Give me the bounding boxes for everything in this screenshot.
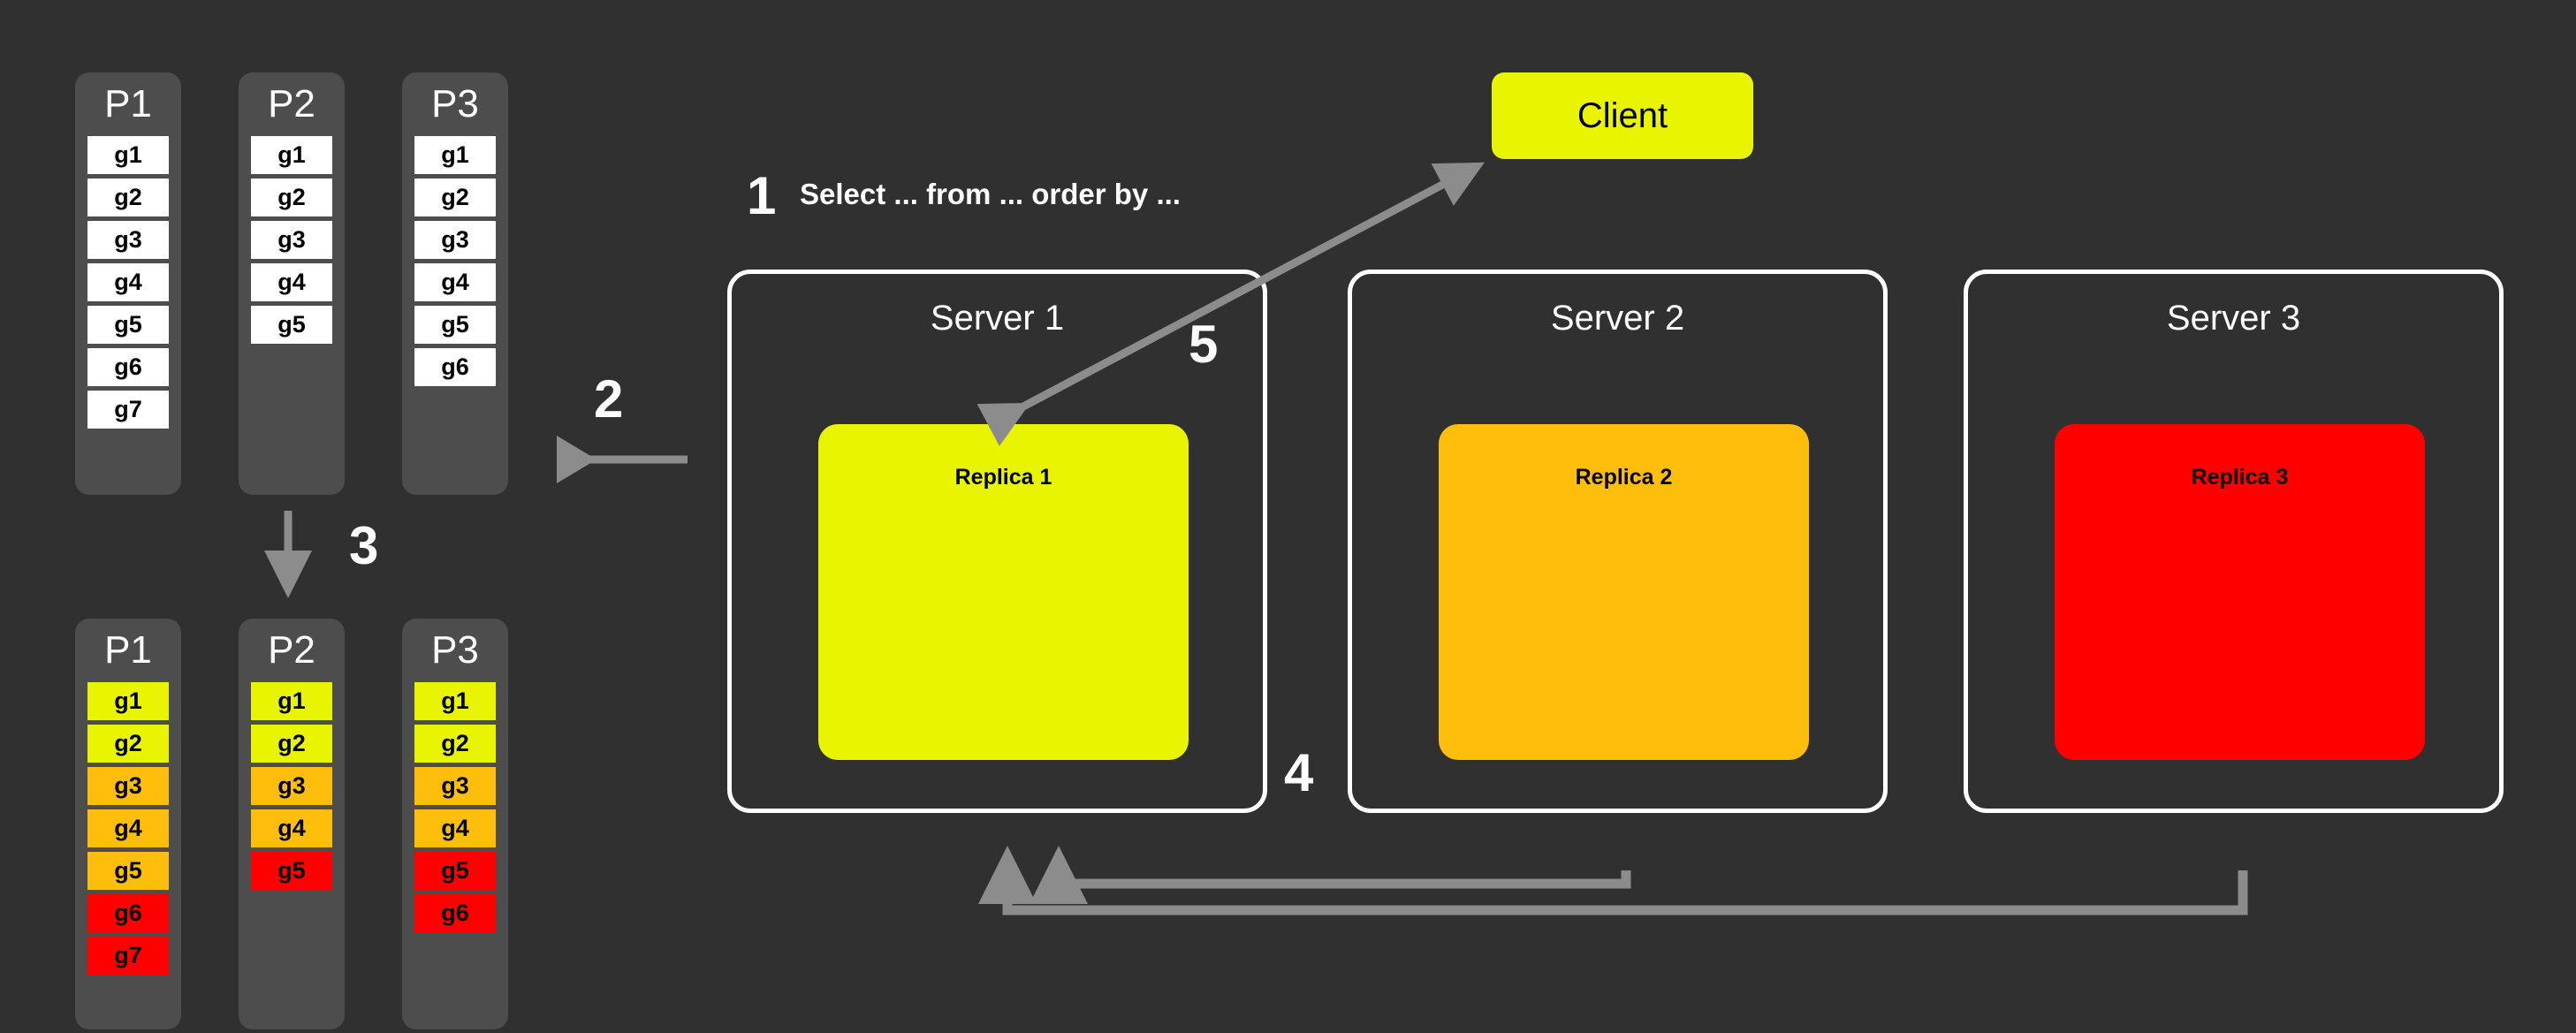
partition-title: P1 bbox=[104, 628, 152, 672]
replica-box-3: Replica 3 bbox=[2055, 424, 2425, 760]
partition-title: P2 bbox=[268, 628, 315, 672]
partition-cell: g2 bbox=[251, 725, 332, 763]
partition-title: P1 bbox=[104, 82, 152, 125]
replica-box-2: Replica 2 bbox=[1439, 424, 1809, 760]
partition-cell: g6 bbox=[414, 348, 496, 386]
step-caption-1: Select ... from ... order by ... bbox=[800, 178, 1181, 210]
partition-cell: g2 bbox=[251, 178, 332, 216]
partition-cell: g1 bbox=[414, 136, 496, 174]
partition-cells: g1 g2 g3 g4 g5 bbox=[251, 136, 332, 344]
partition-cell: g2 bbox=[87, 725, 169, 763]
partition-cells: g1 g2 g3 g4 g5 g6 g7 bbox=[87, 136, 169, 429]
partition-cell: g2 bbox=[87, 178, 169, 216]
partition-panel-bottom-p3: P3 g1 g2 g3 g4 g5 g6 bbox=[402, 619, 508, 1029]
partition-panel-top-p3: P3 g1 g2 g3 g4 g5 g6 bbox=[402, 72, 508, 495]
partition-cell: g5 bbox=[87, 306, 169, 344]
partition-cell: g5 bbox=[414, 852, 496, 890]
partition-cell: g1 bbox=[87, 682, 169, 720]
partition-title: P3 bbox=[431, 628, 479, 672]
partition-cell: g2 bbox=[414, 178, 496, 216]
server-box-2: Server 2 Replica 2 bbox=[1348, 270, 1888, 813]
partition-title: P3 bbox=[431, 82, 479, 125]
partition-cells: g1 g2 g3 g4 g5 g6 bbox=[414, 136, 496, 386]
partition-cell: g3 bbox=[414, 221, 496, 259]
client-box[interactable]: Client bbox=[1492, 72, 1753, 159]
server-title: Server 3 bbox=[2166, 299, 2301, 338]
server-box-1: Server 1 Replica 1 bbox=[727, 270, 1267, 813]
replica-label: Replica 2 bbox=[1575, 465, 1673, 490]
partition-cell: g4 bbox=[251, 263, 332, 301]
partition-cell: g3 bbox=[251, 221, 332, 259]
partition-cell: g3 bbox=[87, 767, 169, 805]
partition-cells: g1 g2 g3 g4 g5 g6 g7 bbox=[87, 682, 169, 975]
partition-cell: g4 bbox=[414, 809, 496, 847]
partition-cell: g4 bbox=[87, 263, 169, 301]
server-title: Server 2 bbox=[1550, 299, 1685, 338]
partition-cell: g4 bbox=[87, 809, 169, 847]
arrow-step-4-server3 bbox=[978, 846, 2248, 915]
replica-box-1: Replica 1 bbox=[818, 424, 1189, 760]
partition-cell: g5 bbox=[251, 852, 332, 890]
partition-cell: g4 bbox=[414, 263, 496, 301]
partition-cell: g5 bbox=[87, 852, 169, 890]
server-box-3: Server 3 Replica 3 bbox=[1964, 270, 2504, 813]
partition-cell: g3 bbox=[414, 767, 496, 805]
partition-cell: g5 bbox=[414, 306, 496, 344]
client-label: Client bbox=[1577, 95, 1668, 135]
partition-cells: g1 g2 g3 g4 g5 bbox=[251, 682, 332, 890]
partition-title: P2 bbox=[268, 82, 315, 125]
step-number-4: 4 bbox=[1284, 743, 1314, 802]
partition-panel-top-p1: P1 g1 g2 g3 g4 g5 g6 g7 bbox=[75, 72, 181, 495]
partition-cell: g6 bbox=[414, 894, 496, 932]
partition-cell: g1 bbox=[251, 136, 332, 174]
partition-cell: g5 bbox=[251, 306, 332, 344]
partition-panel-top-p2: P2 g1 g2 g3 g4 g5 bbox=[239, 72, 345, 495]
partition-cell: g3 bbox=[251, 767, 332, 805]
partition-cell: g3 bbox=[87, 221, 169, 259]
partition-cells: g1 g2 g3 g4 g5 g6 bbox=[414, 682, 496, 932]
step-number-5: 5 bbox=[1189, 315, 1219, 374]
step-number-2: 2 bbox=[594, 369, 624, 429]
step-number-3: 3 bbox=[349, 516, 379, 575]
partition-panel-bottom-p2: P2 g1 g2 g3 g4 g5 bbox=[239, 619, 345, 1029]
partition-cell: g4 bbox=[251, 809, 332, 847]
step-number-1: 1 bbox=[747, 166, 777, 225]
partition-cell: g6 bbox=[87, 894, 169, 932]
replica-label: Replica 1 bbox=[954, 465, 1052, 490]
partition-cell: g1 bbox=[251, 682, 332, 720]
arrow-step-4-server2 bbox=[1030, 846, 1631, 904]
partition-cell: g2 bbox=[414, 725, 496, 763]
partition-cell: g1 bbox=[87, 136, 169, 174]
server-title: Server 1 bbox=[930, 299, 1065, 338]
partition-panel-bottom-p1: P1 g1 g2 g3 g4 g5 g6 g7 bbox=[75, 619, 181, 1029]
partition-cell: g1 bbox=[414, 682, 496, 720]
partition-cell: g6 bbox=[87, 348, 169, 386]
partition-cell: g7 bbox=[87, 391, 169, 429]
partition-cell: g7 bbox=[87, 937, 169, 975]
replica-label: Replica 3 bbox=[2191, 465, 2289, 490]
